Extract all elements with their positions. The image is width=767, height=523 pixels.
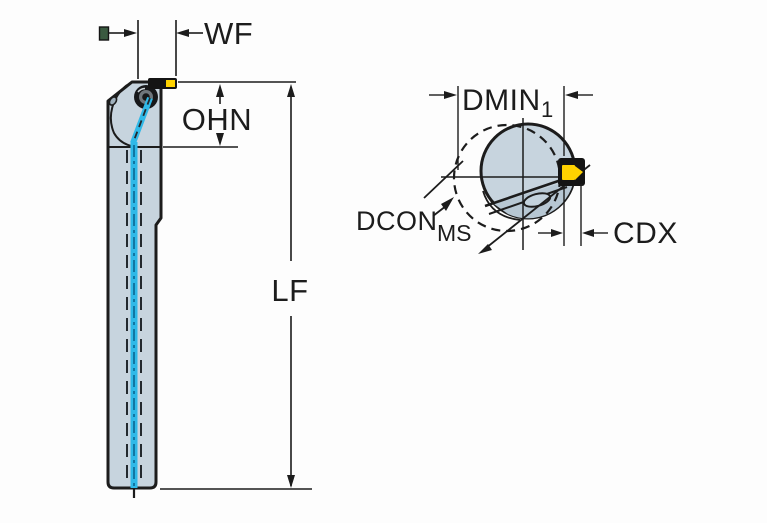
ohn-label: OHN bbox=[182, 102, 252, 137]
datum-marker bbox=[98, 26, 110, 41]
dcon-subscript: MS bbox=[437, 220, 472, 246]
wf-dimension bbox=[98, 20, 203, 79]
cutting-insert-end bbox=[558, 158, 585, 186]
wf-label: WF bbox=[204, 16, 253, 51]
dcon-label: DCON bbox=[356, 206, 438, 236]
dmin-dimension bbox=[429, 86, 593, 170]
ohn-dimension bbox=[163, 84, 238, 148]
cutting-insert-side bbox=[148, 78, 177, 89]
cdx-dimension bbox=[538, 184, 608, 246]
tool-side-view: WF OHN LF bbox=[98, 16, 312, 498]
coolant-channel-shank bbox=[126, 142, 142, 498]
coolant-channel-head bbox=[130, 96, 153, 145]
cdx-label: CDX bbox=[613, 217, 678, 250]
head-pin bbox=[108, 96, 118, 106]
lf-label: LF bbox=[271, 273, 308, 308]
dmin-subscript: 1 bbox=[541, 97, 553, 122]
tool-end-view: DMIN 1 CDX DCON MS bbox=[356, 84, 678, 254]
dmin-label: DMIN bbox=[462, 84, 541, 117]
lf-dimension bbox=[160, 84, 312, 490]
